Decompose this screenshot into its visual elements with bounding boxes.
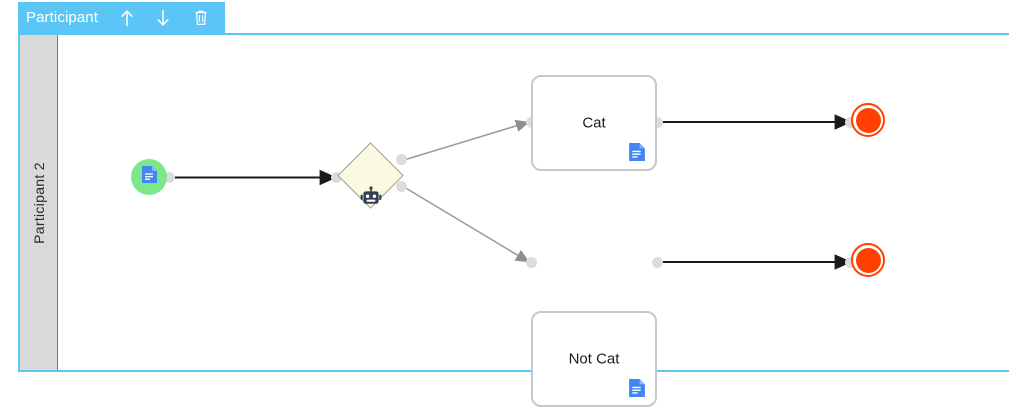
document-icon [628,378,646,398]
trash-icon [193,9,209,27]
pool-frame[interactable]: Participant 2 [18,33,1009,372]
start-event-node[interactable] [131,159,167,195]
move-up-button[interactable] [112,2,142,33]
document-icon [141,165,158,189]
edge-gateway-cat[interactable] [403,119,530,161]
pool-header-tab[interactable]: Participant [18,2,225,33]
delete-button[interactable] [186,2,216,33]
anchor-dot-gateway-out-bottom[interactable] [396,181,407,192]
end-event-node-cat[interactable] [851,103,885,137]
gateway-node[interactable] [337,142,404,209]
task-node-not-cat[interactable]: Not Cat [531,311,657,407]
task-label: Not Cat [568,350,620,368]
anchor-dot-gateway-in[interactable] [331,172,342,183]
robot-icon [360,186,382,208]
edge-gateway-not-cat[interactable] [403,186,530,263]
anchor-dot-start-out[interactable] [164,172,175,183]
move-down-button[interactable] [148,2,178,33]
lane-header[interactable]: Participant 2 [20,35,58,370]
task-node-cat[interactable]: Cat [531,75,657,171]
anchor-dot-cat-out[interactable] [652,117,663,128]
document-icon [628,142,646,162]
anchor-dot-not-cat-in[interactable] [526,257,537,268]
anchor-dot-gateway-out-top[interactable] [396,154,407,165]
arrow-up-icon [119,9,135,27]
arrow-down-icon [155,9,171,27]
task-label: Cat [582,114,606,132]
anchor-dot-not-cat-out[interactable] [652,257,663,268]
end-event-node-not-cat[interactable] [851,243,885,277]
pool-title-label: Participant [26,9,98,26]
